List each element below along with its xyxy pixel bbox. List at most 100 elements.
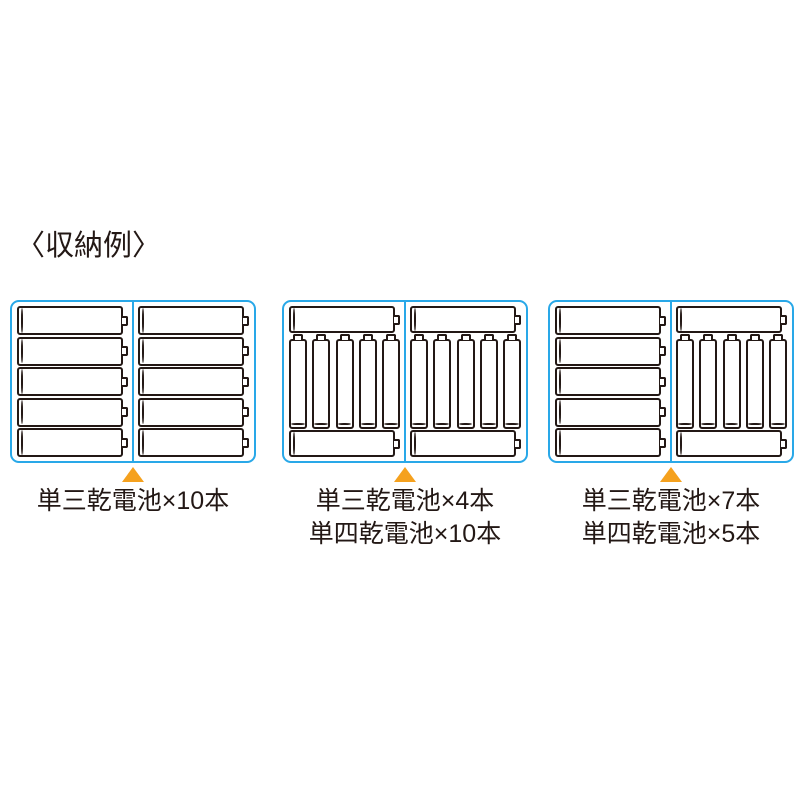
battery-negative-cap	[435, 423, 450, 425]
battery-negative-cap	[142, 369, 144, 394]
battery-body	[456, 339, 475, 429]
battery-aaa-vertical	[358, 334, 377, 429]
battery-body	[138, 306, 244, 335]
battery-negative-cap	[678, 423, 692, 425]
battery-body	[676, 306, 782, 333]
battery-aa-horizontal	[676, 430, 787, 457]
triangle-up-icon	[394, 467, 416, 482]
battery-negative-cap	[559, 399, 561, 425]
battery-aa-horizontal	[138, 367, 249, 396]
battery-negative-cap	[293, 308, 295, 331]
battery-body	[699, 339, 718, 429]
case-half-left	[12, 302, 133, 461]
case-center-divider	[669, 301, 673, 462]
battery-stack-mixed	[289, 306, 400, 457]
battery-body	[433, 339, 452, 429]
pointer-2	[282, 463, 528, 483]
battery-aa-horizontal	[138, 397, 249, 427]
case-half-right	[405, 302, 526, 461]
battery-body	[138, 336, 244, 366]
battery-positive-terminal	[243, 376, 249, 387]
battery-negative-cap	[747, 423, 762, 425]
battery-positive-terminal	[394, 314, 400, 325]
battery-stack-mixed	[410, 306, 521, 457]
battery-negative-cap	[293, 432, 295, 455]
battery-aaa-vertical	[410, 334, 428, 429]
battery-positive-terminal	[660, 407, 666, 417]
battery-stack-horizontal	[17, 306, 128, 457]
battery-positive-terminal	[316, 334, 327, 340]
battery-body	[410, 430, 516, 457]
battery-body	[555, 336, 661, 366]
example-2: 単三乾電池×4本 単四乾電池×10本	[282, 300, 534, 551]
battery-body	[17, 397, 123, 427]
battery-negative-cap	[559, 430, 561, 455]
battery-positive-terminal	[243, 437, 249, 448]
battery-positive-terminal	[122, 315, 128, 326]
battery-aa-horizontal	[289, 430, 400, 457]
battery-aa-horizontal	[17, 306, 128, 335]
battery-negative-cap	[680, 308, 682, 331]
page-title: 〈収納例〉	[16, 230, 162, 262]
battery-body	[312, 339, 331, 429]
battery-aaa-vertical	[312, 334, 331, 429]
pointer-1	[10, 463, 256, 483]
battery-negative-cap	[314, 423, 329, 425]
battery-negative-cap	[414, 308, 416, 331]
battery-positive-terminal	[293, 334, 303, 340]
battery-body	[479, 339, 498, 429]
battery-positive-terminal	[483, 334, 494, 340]
battery-negative-cap	[384, 423, 398, 425]
battery-negative-cap	[142, 399, 144, 425]
battery-positive-terminal	[122, 346, 128, 356]
battery-case	[548, 300, 794, 463]
battery-aa-horizontal	[138, 306, 249, 335]
battery-negative-cap	[680, 432, 682, 455]
battery-negative-cap	[21, 338, 23, 364]
battery-stack-horizontal	[555, 306, 666, 457]
battery-negative-cap	[142, 430, 144, 455]
battery-positive-terminal	[460, 334, 471, 340]
battery-body	[676, 430, 782, 457]
battery-negative-cap	[559, 338, 561, 364]
battery-aa-horizontal	[17, 397, 128, 427]
caption-line: 単四乾電池×5本	[581, 520, 761, 548]
battery-aaa-vertical	[699, 334, 718, 429]
case-half-left	[284, 302, 405, 461]
battery-body	[555, 367, 661, 396]
battery-aaa-vertical	[335, 334, 354, 429]
battery-body	[17, 367, 123, 396]
battery-aa-horizontal	[555, 428, 666, 457]
battery-body	[17, 336, 123, 366]
battery-positive-terminal	[122, 437, 128, 448]
battery-body	[676, 339, 694, 429]
battery-aa-horizontal	[410, 430, 521, 457]
battery-negative-cap	[412, 423, 426, 425]
battery-negative-cap	[559, 308, 561, 333]
pointer-3	[548, 463, 794, 483]
battery-row-vertical	[289, 333, 400, 430]
battery-row-vertical	[410, 333, 521, 430]
battery-positive-terminal	[749, 334, 760, 340]
battery-negative-cap	[559, 369, 561, 394]
battery-body	[17, 306, 123, 335]
battery-row-vertical	[676, 333, 787, 430]
battery-aa-horizontal	[17, 367, 128, 396]
battery-aaa-vertical	[676, 334, 694, 429]
battery-aaa-vertical	[745, 334, 764, 429]
battery-positive-terminal	[507, 334, 517, 340]
battery-negative-cap	[360, 423, 375, 425]
battery-negative-cap	[142, 308, 144, 333]
battery-stack-mixed	[676, 306, 787, 457]
battery-aaa-vertical	[769, 334, 787, 429]
caption-line: 単三乾電池×7本	[581, 487, 761, 515]
battery-aa-horizontal	[289, 306, 400, 333]
battery-body	[555, 306, 661, 335]
battery-aaa-vertical	[433, 334, 452, 429]
battery-aa-horizontal	[138, 428, 249, 457]
battery-positive-terminal	[339, 334, 350, 340]
caption-3: 単三乾電池×7本 単四乾電池×5本	[541, 485, 800, 551]
battery-negative-cap	[21, 430, 23, 455]
battery-aa-horizontal	[138, 336, 249, 366]
battery-positive-terminal	[680, 334, 690, 340]
